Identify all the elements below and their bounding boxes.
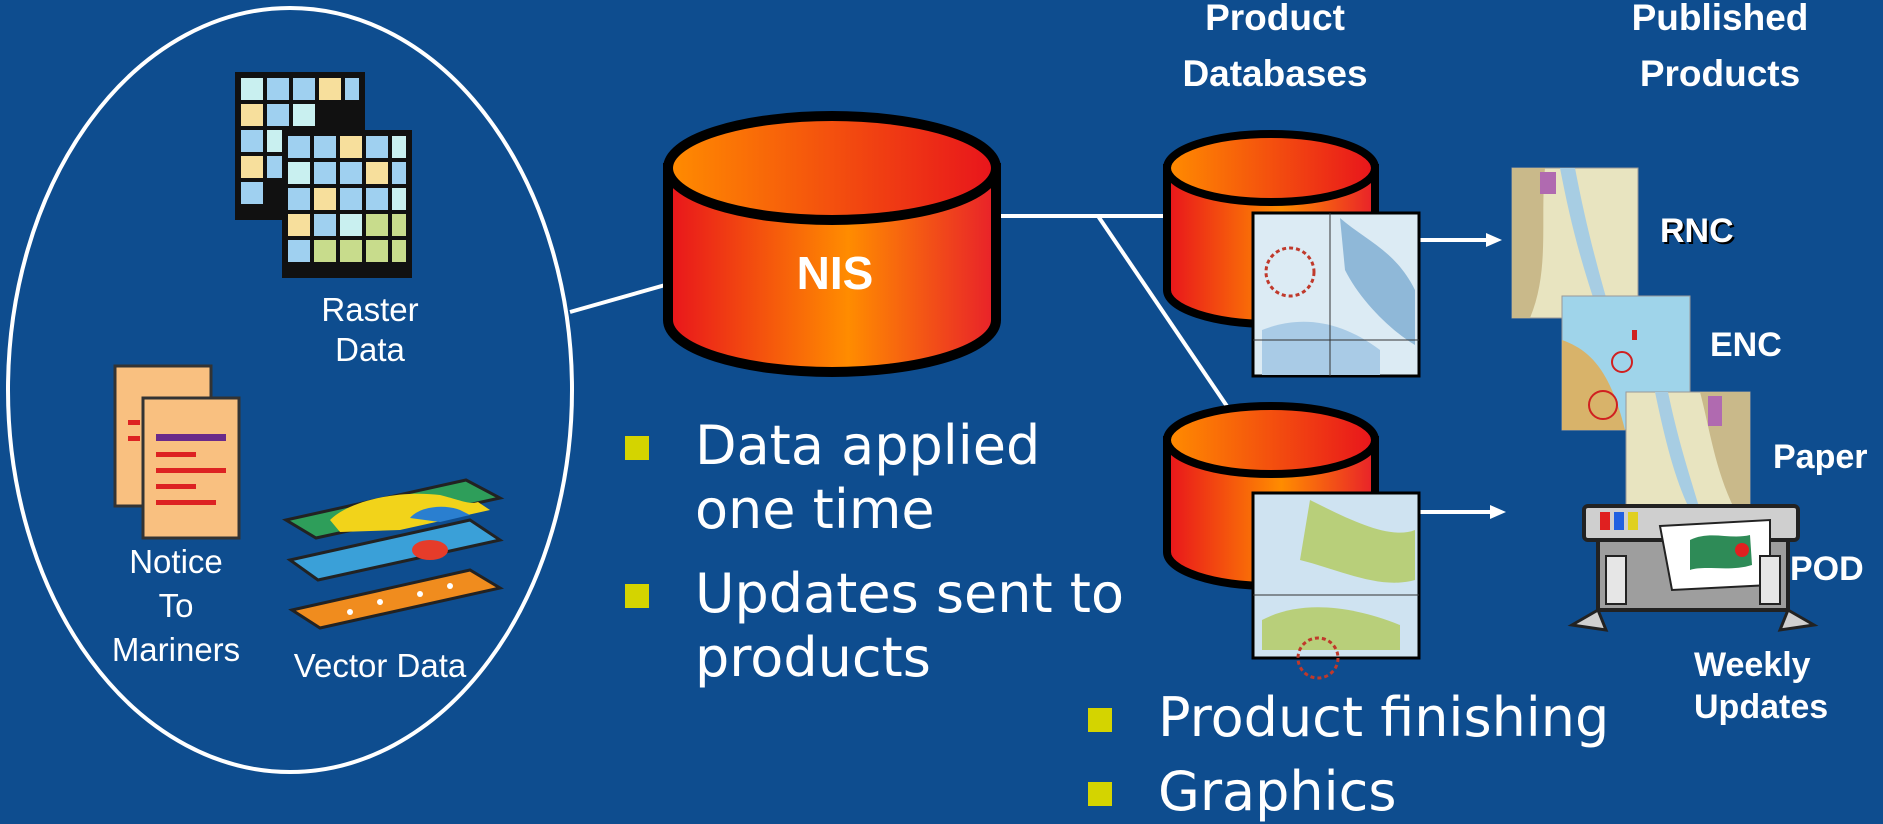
- bullet-square-icon: [1088, 782, 1112, 806]
- notice-to-mariners-label: Notice To Mariners: [111, 543, 241, 668]
- bullet-square-icon: [625, 584, 649, 608]
- product-label-pod: POD: [1790, 550, 1864, 588]
- arrow-lower: [1420, 505, 1506, 519]
- connector-branch-to-lower-db: [1096, 214, 1237, 420]
- paper-chart-thumbnail: [1625, 391, 1751, 511]
- product-label-paper: Paper: [1773, 438, 1868, 476]
- vector-data-label: Vector Data: [293, 647, 467, 684]
- raster-data-label: Raster Data: [321, 291, 419, 368]
- diagram-graphics: [6, 6, 1819, 774]
- header-product-databases: Product Databases: [1182, 0, 1368, 94]
- sources-ellipse: [6, 6, 574, 774]
- product-label-weekly-updates: Weekly Updates: [1694, 646, 1829, 726]
- product-label-enc: ENC: [1710, 326, 1782, 364]
- nautical-chart-thumbnail-lower: [1251, 491, 1421, 680]
- rnc-chart-thumbnail: [1511, 167, 1639, 319]
- nis-database-cylinder: [663, 111, 1001, 377]
- notice-documents-icon: [113, 364, 241, 540]
- nautical-chart-thumbnail-upper: [1251, 211, 1421, 378]
- header-published-products: Published Products: [1631, 0, 1809, 94]
- nis-label: NIS: [796, 247, 874, 299]
- product-label-rnc: RNC: [1660, 212, 1734, 250]
- arrow-upper: [1420, 233, 1502, 247]
- bullet-square-icon: [625, 436, 649, 460]
- bullet-square-icon: [1088, 708, 1112, 732]
- raster-data-grid-icon: [235, 72, 412, 278]
- plotter-printer-icon: [1567, 504, 1819, 632]
- vector-data-layers-icon: [282, 478, 505, 630]
